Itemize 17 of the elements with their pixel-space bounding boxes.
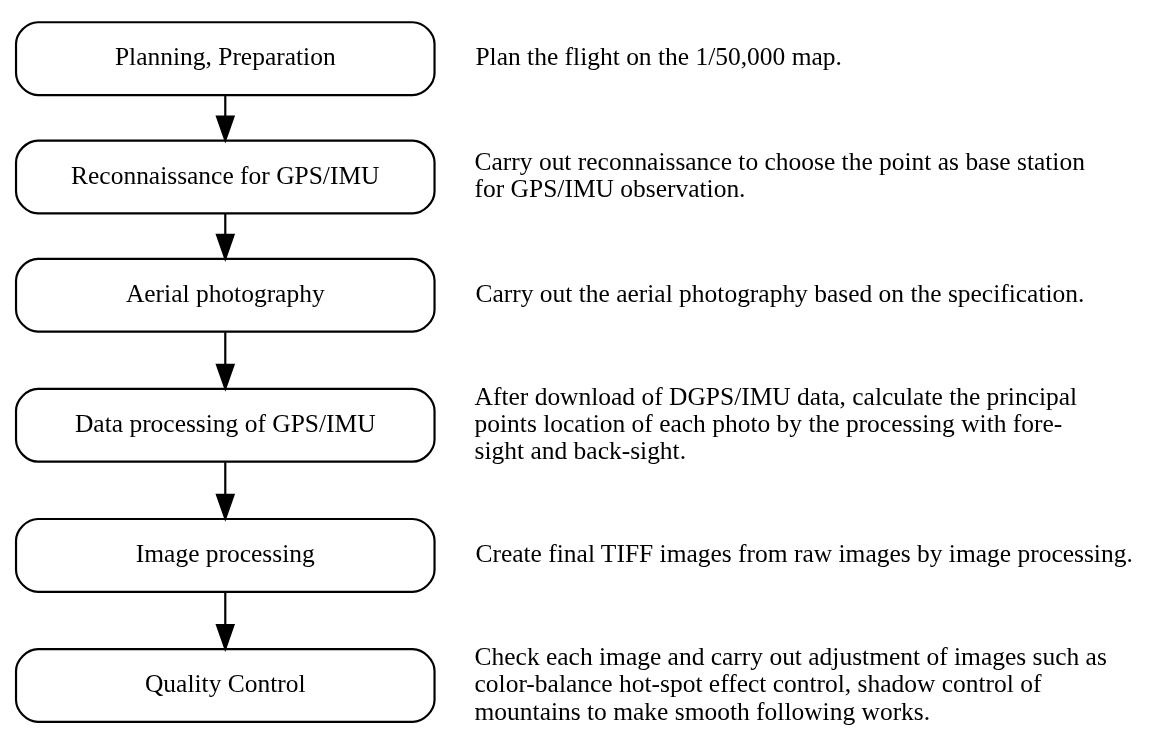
arrow	[215, 213, 236, 262]
node-label: Create final TIFF images from raw images by image processing.	[475, 539, 1133, 569]
node-box: Image processing	[14, 517, 436, 593]
node-label: Carry out reconnaissance to choose the point as base station for GPS/IMU observation.	[474, 147, 1085, 204]
node-box: Data processing of GPS/IMU	[14, 387, 436, 463]
node-label: After download of DGPS/IMU data, calculate the principal points location of each photo by the processing with fore-sight and back-sight.	[474, 381, 1078, 466]
node-box: Reconnaissance for GPS/IMU	[14, 139, 436, 215]
node-box: Aerial photography	[14, 257, 436, 333]
arrow	[215, 332, 236, 392]
arrow	[215, 592, 236, 652]
node-label: Check each image and carry out adjustment of images such as color-balance hot-spot effect control, shadow control of mountains to make smooth following works.	[474, 641, 1107, 726]
node-box: Quality Control	[14, 648, 436, 723]
node-label: Plan the flight on the 1/50,000 map.	[475, 42, 842, 72]
arrow	[215, 462, 236, 522]
node-label: Carry out the aerial photography based on the specification.	[475, 278, 1085, 308]
node-box: Planning, Preparation	[14, 21, 436, 97]
arrow	[215, 95, 236, 144]
